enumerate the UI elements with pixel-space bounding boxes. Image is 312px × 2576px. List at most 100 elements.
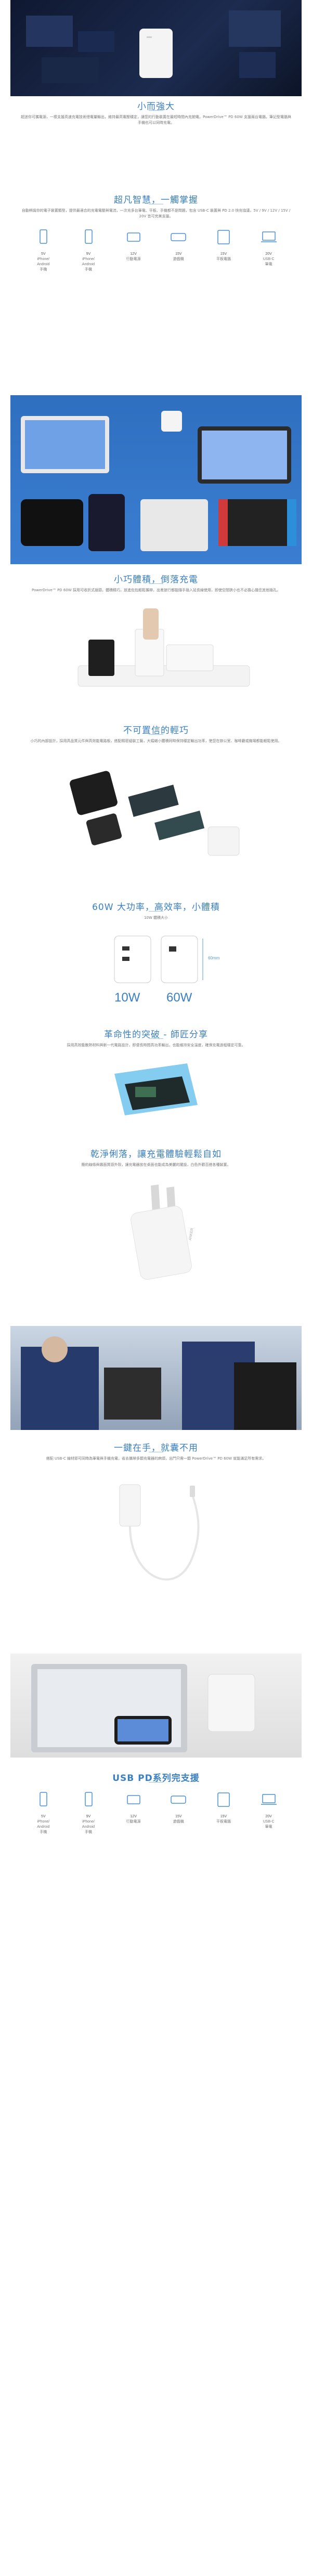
- smartphone-icon: [34, 1791, 52, 1811]
- devices-photo: [10, 395, 302, 564]
- device-label: iPhone/ Android 手機: [82, 1820, 95, 1834]
- divider: [149, 110, 163, 111]
- cable-photo: [10, 1474, 302, 1604]
- case-part: [70, 771, 118, 815]
- section4-title: 不可置信的輕巧: [123, 725, 189, 736]
- section1-title: 小而強大: [137, 101, 175, 112]
- plug-prong: [151, 1185, 160, 1213]
- device-volt: 20V: [265, 252, 272, 256]
- device-volt: 9V: [86, 252, 91, 256]
- device-label: USB-C 筆電: [263, 257, 275, 266]
- section4-text: 小巧的內部設計，採用高品質元件與高效能電路板，搭配精密組裝工藝，大幅縮小體積同時…: [30, 739, 282, 743]
- heat-dissipation-photo: [10, 1058, 302, 1126]
- device-item: 15V 遊戲機: [163, 1791, 194, 1835]
- power-strip-photo: [10, 608, 302, 707]
- tablet-icon: [215, 229, 232, 249]
- smartphone-icon: [80, 229, 97, 249]
- section2-title: 超凡智慧，一觸掌握: [114, 195, 198, 205]
- smartphone-icon: [34, 229, 52, 249]
- device-label: 行動電源: [126, 1820, 141, 1824]
- smartphone-icon: [80, 1791, 97, 1811]
- hand-image: [143, 608, 159, 640]
- device-label: 遊戲機: [173, 257, 184, 261]
- device-label: iPhone/ Android 手機: [82, 257, 95, 271]
- divider: [149, 1158, 163, 1159]
- device-item: 9V iPhone/ Android 手機: [73, 1791, 104, 1835]
- case-part: [86, 813, 122, 845]
- game-console-image: [218, 499, 296, 546]
- bag-image: [234, 1362, 296, 1430]
- divider: [149, 1038, 163, 1039]
- device-support-row: 5V iPhone/ Android 手機 9V iPhone/ Android 手…: [21, 1791, 291, 1835]
- divider: [149, 583, 163, 584]
- section8-title: 一鍵在手，就囊不用: [114, 1443, 198, 1453]
- section3-text: PowerDrive™ PD 60W 採用可收折式插頭，體積精巧，放進包包輕鬆攜…: [32, 588, 280, 592]
- size-comparison: 60mm 10W 60W: [10, 926, 302, 1014]
- game-controller-image: [21, 499, 83, 546]
- device-volt: 12V: [130, 1815, 137, 1818]
- game-console-icon: [170, 1791, 187, 1811]
- device-label: 平板電腦: [216, 1820, 231, 1824]
- circuit-board: [154, 810, 205, 841]
- adapter-image: [88, 640, 114, 676]
- charger-image: [119, 1484, 141, 1527]
- adapter-image: [166, 644, 214, 671]
- divider: [149, 734, 163, 735]
- section7-title: 乾淨俐落，讓充電體驗輕鬆自如: [90, 1149, 222, 1160]
- bag-image: [104, 1368, 161, 1420]
- speaker-icon: [125, 229, 142, 249]
- usb-c-cable: [129, 1494, 200, 1581]
- speaker-icon: [125, 1791, 142, 1811]
- circuit-board: [125, 1076, 190, 1110]
- device-volt: 12V: [130, 252, 137, 256]
- device-label: USB-C 筆電: [263, 1820, 275, 1829]
- section9-title: USB PD系列完支援: [112, 1773, 200, 1784]
- section6-title: 革命性的突破 - 師匠分享: [104, 1030, 208, 1040]
- laptop-icon: [260, 1791, 278, 1811]
- game-console-icon: [170, 229, 187, 249]
- device-label: 平板電腦: [216, 257, 231, 261]
- laptop-image: [140, 499, 208, 551]
- section7-text: 簡約線條與霧面質感外殼，讓充電器放在桌面也能成為美麗的擺設，白色外觀百搭各種裝置…: [81, 1163, 231, 1167]
- device-label: iPhone/ Android 手機: [37, 1820, 50, 1834]
- device-volt: 15V: [175, 1815, 182, 1818]
- cmp-right-label: 60W: [166, 991, 192, 1005]
- section6-text: 採用高效能散熱材料與新一代電路設計，即便長時間高功率輸出，也能維持安全溫度，確保…: [67, 1043, 245, 1047]
- device-item: 12V 行動電源: [118, 1791, 149, 1835]
- product-photo: ANKER: [10, 1180, 302, 1284]
- device-item: 5V iPhone/ Android 手機: [28, 1791, 59, 1835]
- hero-illustration: [26, 10, 281, 83]
- section3-title: 小巧體積，倒落充電: [114, 575, 198, 585]
- hero-photo: [10, 0, 302, 96]
- charger-image: [161, 411, 182, 432]
- device-volt: 5V: [41, 1815, 46, 1818]
- device-label: 行動電源: [126, 257, 141, 261]
- charger-image: [139, 29, 173, 78]
- phone-image: [88, 494, 125, 551]
- section1-text: 超迷你可攜電源，一樣支援高速充電技術總電量輸出，維持最高電壓穩定，讓您的行動裝置…: [21, 115, 291, 125]
- charger-10w-image: [114, 935, 151, 983]
- divider: [149, 1782, 163, 1783]
- device-item: 15V 平板電腦: [208, 1791, 239, 1835]
- cmp-left-label: 10W: [114, 991, 140, 1005]
- tablet-icon: [215, 1791, 232, 1811]
- dimension-label: 60mm: [208, 956, 220, 960]
- device-volt: 20V: [265, 1815, 272, 1818]
- charger-60w-image: [161, 935, 198, 983]
- charger-image: [207, 826, 240, 856]
- section8-text: 搭配 USB-C 線材即可同時為筆電與手機充電，省去攜帶多顆充電器的麻煩，出門只…: [46, 1456, 266, 1461]
- device-label: 遊戲機: [173, 1820, 184, 1824]
- laptop-icon: [260, 229, 278, 249]
- charger-image: [131, 1206, 192, 1280]
- device-volt: 9V: [86, 1815, 91, 1818]
- divider: [149, 911, 163, 912]
- device-volt: 15V: [220, 1815, 227, 1818]
- device-item: 20V USB-C 筆電: [253, 1791, 284, 1835]
- device-label: iPhone/ Android 手機: [37, 257, 50, 271]
